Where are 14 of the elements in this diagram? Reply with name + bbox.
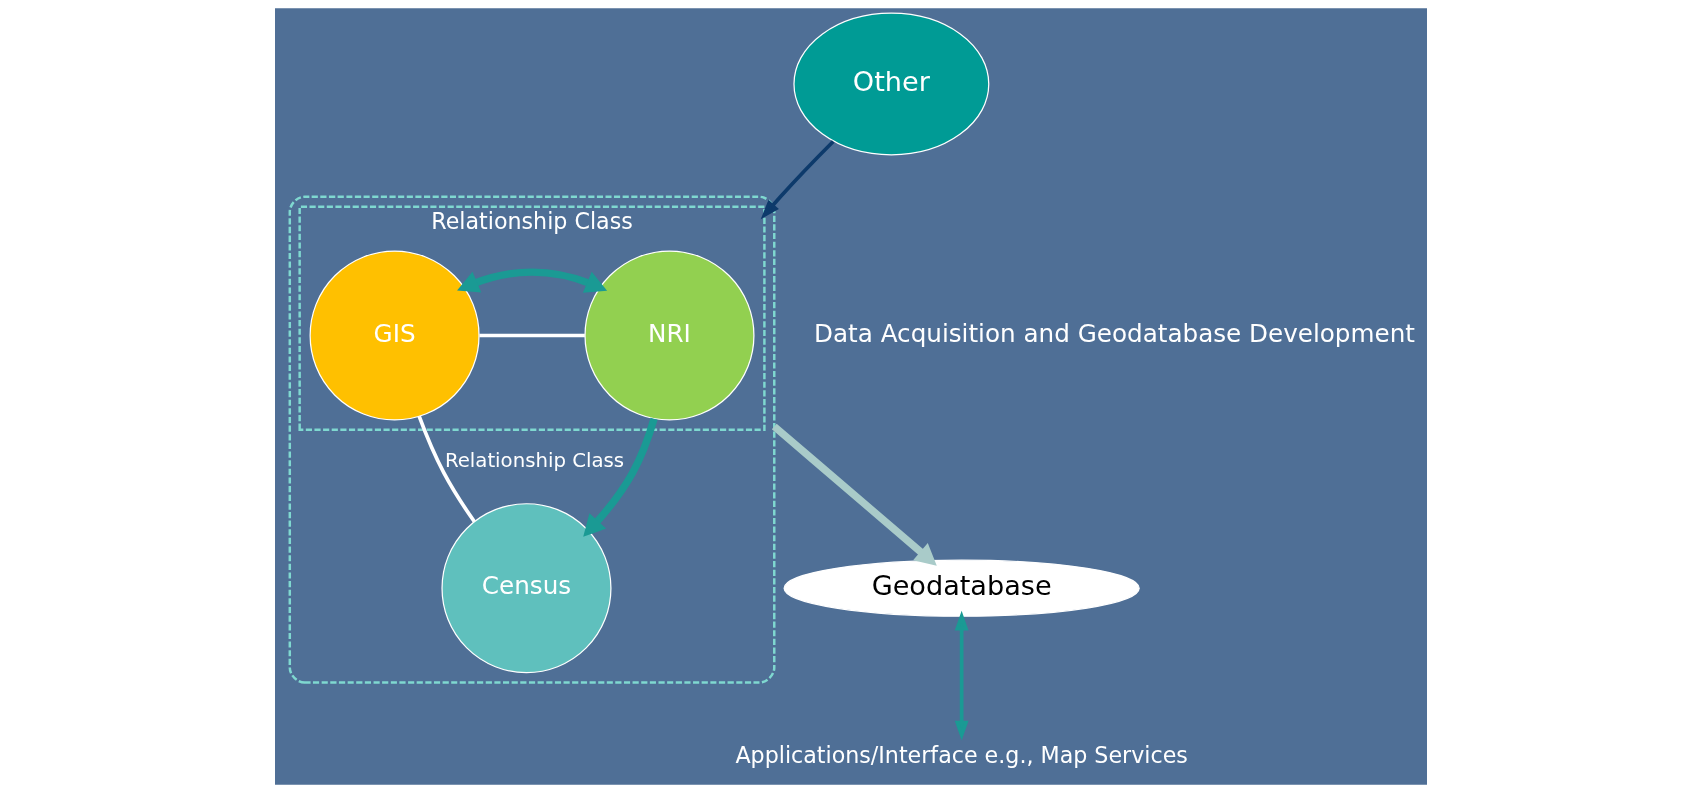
arrow <box>457 268 608 293</box>
cluster <box>288 195 776 684</box>
label: Data Acquisition and Geodatabase Development <box>814 318 1415 348</box>
edge-label: Relationship Class <box>444 448 625 472</box>
node-ellipse: Geodatabase <box>783 559 1140 617</box>
arrow <box>771 423 937 566</box>
node-text: Applications/Interface e.g., Map Services <box>735 742 1188 769</box>
arrow <box>760 140 835 220</box>
connector <box>479 333 585 338</box>
connector <box>417 415 476 523</box>
node-circle: Census <box>441 503 612 674</box>
arrow <box>954 610 969 741</box>
node-ellipse: Other <box>793 12 990 156</box>
arrow <box>583 417 658 537</box>
